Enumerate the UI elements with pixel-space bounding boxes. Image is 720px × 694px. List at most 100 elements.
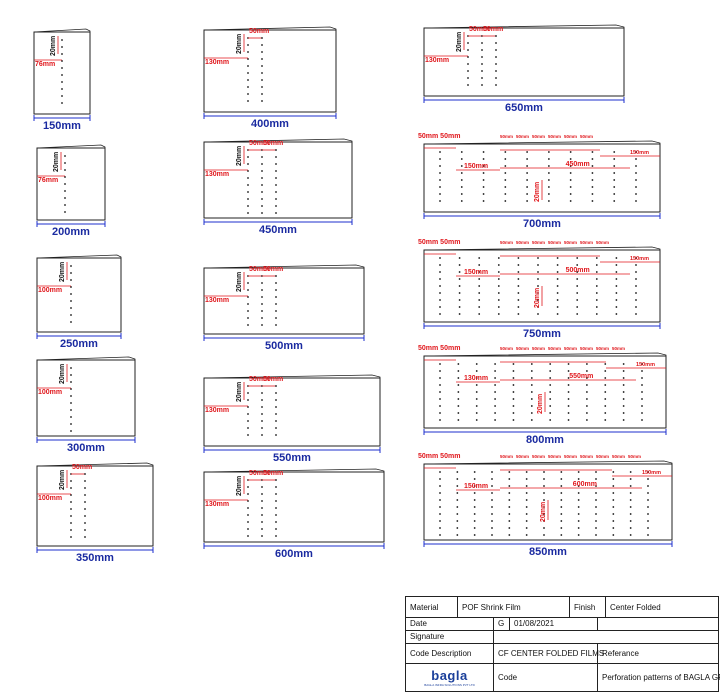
perforation-dot <box>482 158 485 160</box>
film-panel <box>203 267 365 335</box>
perforation-dot <box>261 493 263 495</box>
perforation-dot <box>491 513 493 515</box>
perforation-dot <box>275 528 277 530</box>
logo-text: bagla <box>431 667 468 683</box>
perforation-dot <box>591 165 594 167</box>
spacing-label: 50mm <box>263 470 283 477</box>
perforation-dot <box>495 35 497 37</box>
perforation-dot <box>481 49 483 51</box>
perforation-dot <box>635 306 637 308</box>
h-dim-label: 130mm <box>205 501 229 508</box>
perforation-dot <box>604 391 607 393</box>
row-code: bagla BAGLA INFRA SOLUTIONS PVT LTD Code… <box>406 663 720 691</box>
perforation-dot <box>586 419 588 421</box>
spacing-label: 50mm <box>548 240 561 245</box>
perforation-dot <box>478 292 481 294</box>
perforation-dot <box>543 478 545 480</box>
perforation-dot <box>261 44 263 46</box>
perforation-dot <box>560 527 563 529</box>
perforation-dot <box>247 191 249 193</box>
perforation-dot <box>530 363 533 365</box>
perforation-dot <box>543 471 545 473</box>
v-dim-label: 20mm <box>236 272 243 292</box>
film-panel <box>36 465 154 547</box>
perforation-dot <box>517 292 520 294</box>
perforation-dot <box>612 485 615 487</box>
perforation-dot <box>491 492 493 494</box>
perforation-dot <box>647 527 649 529</box>
perforation-dot <box>261 184 263 186</box>
perforation-dot <box>508 513 511 515</box>
left-dim-label: 150mm <box>464 269 488 276</box>
perforation-dot <box>456 471 459 473</box>
perforation-dot <box>647 471 649 473</box>
perforation-dot <box>261 535 263 537</box>
perforation-dot <box>473 520 476 522</box>
left-dim-label: 130mm <box>464 375 488 382</box>
perforation-dot <box>612 513 615 515</box>
perforation-dot <box>247 500 249 502</box>
right-dim-label: 150mm <box>630 256 649 262</box>
perforation-dot <box>622 419 625 421</box>
perforation-dot <box>247 44 249 46</box>
perforation-dot <box>504 172 507 174</box>
perforation-dot <box>567 370 570 372</box>
perforation-dot <box>473 471 476 473</box>
perforation-dot <box>439 391 441 393</box>
perforation-dot <box>512 363 515 365</box>
top-pair-label: 50mm 50mm <box>418 345 460 352</box>
perforation-dot <box>512 405 515 407</box>
perforation-dot <box>261 79 263 81</box>
perforation-dot <box>604 363 607 365</box>
perforation-dot <box>647 534 649 536</box>
left-dim-label: 150mm <box>464 483 488 490</box>
perforation-dot <box>494 398 496 400</box>
perforation-dot <box>61 81 63 83</box>
perforation-dot <box>439 527 441 529</box>
perforation-dot <box>508 520 511 522</box>
signature-blank <box>494 630 718 643</box>
perforation-dot <box>549 419 552 421</box>
perforation-dot <box>439 513 441 515</box>
h-dim-label: 130mm <box>205 59 229 66</box>
perforation-dot <box>543 499 545 501</box>
perforation-dot <box>494 377 496 379</box>
film-panel <box>203 471 385 543</box>
width-label: 350mm <box>76 552 114 564</box>
perforation-dot <box>512 419 515 421</box>
perforation-dot <box>439 306 441 308</box>
spacing-label: 50mm <box>564 346 577 351</box>
perforation-dot <box>508 499 511 501</box>
perforation-dot <box>439 179 441 181</box>
spacing-label: 50mm <box>596 240 609 245</box>
perforation-dot <box>641 398 643 400</box>
perforation-dot <box>576 271 579 273</box>
perforation-dot <box>247 212 249 214</box>
perforation-dot <box>275 493 277 495</box>
perforation-dot <box>613 172 616 174</box>
spacing-label: 50mm <box>249 376 269 383</box>
perforation-dot <box>61 95 63 97</box>
perforation-dot <box>61 102 63 104</box>
perforation-dot <box>456 485 459 487</box>
perforation-dot <box>591 186 594 188</box>
perforation-dot <box>525 478 528 480</box>
perforation-dot <box>247 289 249 291</box>
perforation-dot <box>497 292 500 294</box>
perforation-dot <box>586 370 588 372</box>
perforation-dot <box>247 51 249 53</box>
perforation-dot <box>247 413 249 415</box>
perforation-dot <box>456 534 459 536</box>
perforation-dot <box>70 279 72 281</box>
perforation-dot <box>629 534 632 536</box>
perforation-dot <box>458 264 461 266</box>
perforation-dot <box>591 200 594 202</box>
spacing-label: 50mm <box>628 454 641 459</box>
perforation-dot <box>615 257 618 259</box>
perforation-dot <box>64 162 66 164</box>
perforation-dot <box>556 271 559 273</box>
perforation-dot <box>595 278 598 280</box>
